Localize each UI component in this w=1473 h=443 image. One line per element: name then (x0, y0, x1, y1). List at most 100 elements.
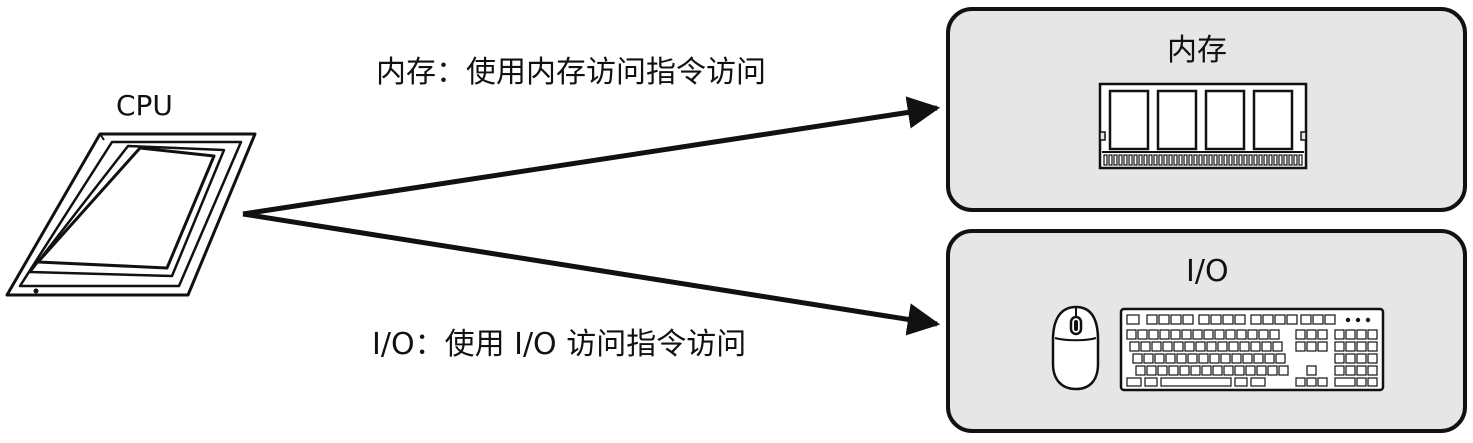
keyboard-key (1170, 314, 1182, 325)
keyboard-key (1223, 365, 1234, 376)
keyboard-key (1334, 329, 1345, 340)
ram-pin (1153, 154, 1158, 166)
keyboard-key (1356, 353, 1367, 364)
cpu-chip-icon (5, 132, 257, 297)
keyboard-key (1234, 314, 1246, 325)
io-access-label: I/O：使用 I/O 访问指令访问 (372, 327, 747, 362)
keyboard-key (1250, 341, 1261, 352)
keyboard-key (1144, 377, 1158, 387)
keyboard-key (1184, 341, 1195, 352)
keyboard-key (1170, 329, 1181, 340)
ram-pin (1113, 154, 1118, 166)
keyboard-icon (1119, 307, 1385, 392)
keyboard-key (1179, 365, 1190, 376)
keyboard-key (1135, 365, 1146, 376)
keyboard-key (1239, 341, 1250, 352)
keyboard-key (1148, 329, 1159, 340)
keyboard-key (1247, 329, 1258, 340)
keyboard-key (1356, 377, 1367, 387)
keyboard-key (1267, 365, 1278, 376)
keyboard-key (1324, 314, 1336, 325)
ram-pin (1128, 154, 1133, 166)
keyboard-key (1317, 341, 1328, 352)
keyboard-key (1250, 314, 1262, 325)
keyboard-key (1190, 365, 1201, 376)
keyboard-key (1334, 377, 1356, 387)
keyboard-key (1262, 314, 1274, 325)
cpu-label: CPU (116, 89, 173, 122)
keyboard-key (1317, 377, 1328, 387)
keyboard-key (1203, 329, 1214, 340)
io-box-title: I/O (1186, 254, 1229, 289)
keyboard-key (1256, 365, 1267, 376)
keyboard-key (1158, 314, 1170, 325)
keyboard-key (1272, 341, 1283, 352)
keyboard-key (1274, 314, 1286, 325)
keyboard-key (1306, 341, 1317, 352)
ram-pin (1123, 154, 1128, 166)
ram-pin (1288, 154, 1293, 166)
ram-pin (1168, 154, 1173, 166)
keyboard-key (1242, 353, 1253, 364)
keyboard-key (1195, 341, 1206, 352)
keyboard-key (1225, 329, 1236, 340)
keyboard-key (1146, 365, 1157, 376)
keyboard-key (1168, 365, 1179, 376)
keyboard-key (1345, 353, 1356, 364)
keyboard-key (1143, 353, 1154, 364)
keyboard-key (1159, 329, 1170, 340)
ram-pin (1163, 154, 1168, 166)
ram-pin (1188, 154, 1193, 166)
keyboard-key (1334, 353, 1345, 364)
keyboard-key (1356, 341, 1367, 352)
ram-pin (1198, 154, 1203, 166)
ram-pin (1243, 154, 1248, 166)
keyboard-key (1312, 314, 1324, 325)
ram-module-icon (1098, 82, 1308, 170)
keyboard-key (1300, 314, 1312, 325)
keyboard-key (1165, 353, 1176, 364)
keyboard-key (1253, 353, 1264, 364)
keyboard-key (1334, 341, 1345, 352)
ram-pin (1208, 154, 1213, 166)
keyboard-key (1173, 341, 1184, 352)
keyboard-key (1214, 329, 1225, 340)
ram-pin (1118, 154, 1123, 166)
keyboard-key (1126, 329, 1137, 340)
memory-access-arrow (242, 96, 941, 217)
keyboard-key (1317, 329, 1328, 340)
keyboard-space-key (1160, 377, 1232, 387)
keyboard-key (1222, 314, 1234, 325)
keyboard-key (1306, 377, 1317, 387)
keyboard-key (1345, 329, 1356, 340)
ram-pin (1273, 154, 1278, 166)
ram-pin (1268, 154, 1273, 166)
keyboard-key (1250, 377, 1266, 387)
keyboard-key (1234, 365, 1245, 376)
ram-pin (1228, 154, 1233, 166)
keyboard-key (1295, 341, 1306, 352)
ram-pin (1138, 154, 1143, 166)
ram-pin (1178, 154, 1183, 166)
ram-pin (1218, 154, 1223, 166)
keyboard-key (1275, 353, 1286, 364)
keyboard-key (1137, 329, 1148, 340)
keyboard-key (1367, 341, 1378, 352)
keyboard-key (1206, 341, 1217, 352)
ram-pin (1158, 154, 1163, 166)
ram-pin (1263, 154, 1268, 166)
keyboard-key (1126, 377, 1142, 387)
ram-pin (1238, 154, 1243, 166)
ram-pin (1233, 154, 1238, 166)
ram-pin (1258, 154, 1263, 166)
keyboard-key (1306, 329, 1317, 340)
keyboard-key (1132, 353, 1143, 364)
keyboard-key (1234, 377, 1248, 387)
keyboard-key (1286, 314, 1298, 325)
keyboard-key (1306, 365, 1317, 376)
ram-pin (1293, 154, 1298, 166)
keyboard-key (1295, 329, 1306, 340)
keyboard-key (1356, 329, 1367, 340)
